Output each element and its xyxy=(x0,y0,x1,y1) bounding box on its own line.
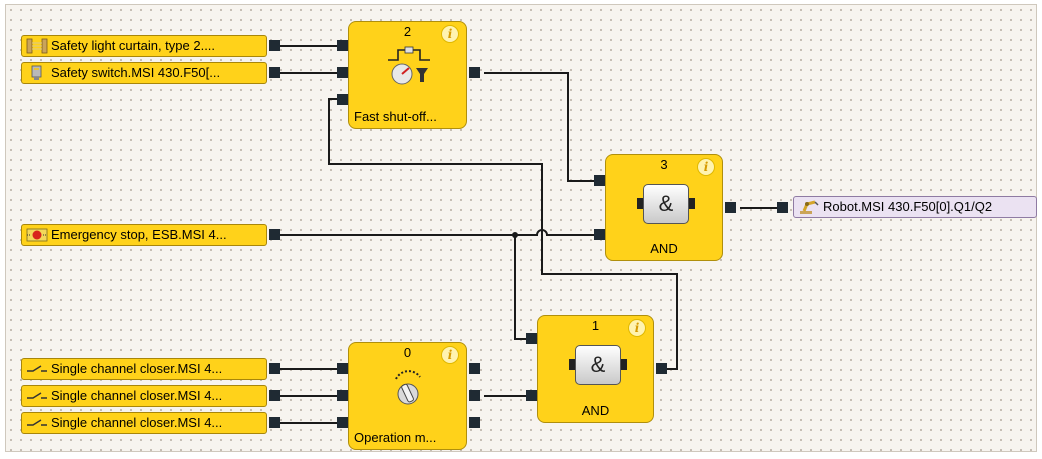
input-port[interactable] xyxy=(594,229,605,240)
operation-mode-block[interactable]: 0 i Operation m... xyxy=(348,342,467,450)
block-number: 0 xyxy=(403,345,412,360)
robot-icon xyxy=(800,200,819,214)
fast-shutoff-block[interactable]: 2 i Fast shut-off... xyxy=(348,21,467,129)
mode-switch-icon xyxy=(395,370,421,405)
and-symbol: & xyxy=(590,352,606,377)
input-label: Safety switch.MSI 430.F50[... xyxy=(51,65,221,80)
input-label: Emergency stop, ESB.MSI 4... xyxy=(51,227,227,242)
input-single-channel-closer-1[interactable]: Single channel closer.MSI 4... xyxy=(21,358,267,380)
wire-estop-to-and3 xyxy=(280,229,594,236)
output-port[interactable] xyxy=(269,67,280,78)
input-port[interactable] xyxy=(337,40,348,51)
output-port[interactable] xyxy=(269,229,280,240)
block-label: AND xyxy=(650,241,678,256)
input-port[interactable] xyxy=(337,363,348,374)
light-curtain-icon xyxy=(26,38,48,54)
input-port[interactable] xyxy=(777,202,788,213)
input-port[interactable] xyxy=(526,333,537,344)
wire-fastshutoff-out-to-and3 xyxy=(484,72,594,182)
and-block-3[interactable]: 3 i & AND xyxy=(605,154,723,261)
closer-contact-icon xyxy=(27,419,47,426)
input-label: Safety light curtain, type 2.... xyxy=(51,38,216,53)
info-icon[interactable]: i xyxy=(441,25,459,43)
input-label: Single channel closer.MSI 4... xyxy=(51,361,223,376)
closer-contact-icon xyxy=(27,392,47,399)
output-port[interactable] xyxy=(269,40,280,51)
block-number: 1 xyxy=(591,318,600,333)
input-port[interactable] xyxy=(337,67,348,78)
and-symbol: & xyxy=(658,191,674,216)
info-icon[interactable]: i xyxy=(441,346,459,364)
fast-shutoff-icon xyxy=(388,46,430,85)
wire-junction xyxy=(512,232,518,238)
input-safety-light-curtain[interactable]: Safety light curtain, type 2.... xyxy=(21,35,267,57)
closer-contact-icon xyxy=(27,365,47,372)
and-block-1[interactable]: 1 i & AND xyxy=(537,315,654,423)
output-port[interactable] xyxy=(269,390,280,401)
input-label: Single channel closer.MSI 4... xyxy=(51,415,223,430)
wire-estop-to-and1 xyxy=(514,235,526,340)
and-gate-icon: & xyxy=(637,184,695,224)
input-port[interactable] xyxy=(337,390,348,401)
input-label: Single channel closer.MSI 4... xyxy=(51,388,223,403)
safety-switch-icon xyxy=(31,65,42,80)
output-port[interactable] xyxy=(469,363,480,374)
input-safety-switch[interactable]: Safety switch.MSI 430.F50[... xyxy=(21,62,267,84)
block-label: Fast shut-off... xyxy=(354,109,437,124)
wire-and1-out-to-fastshutoff xyxy=(328,98,678,370)
emergency-stop-icon xyxy=(26,228,48,242)
output-label: Robot.MSI 430.F50[0].Q1/Q2 xyxy=(823,199,993,214)
input-emergency-stop[interactable]: Emergency stop, ESB.MSI 4... xyxy=(21,224,267,246)
and-gate-icon: & xyxy=(569,345,627,385)
output-port[interactable] xyxy=(725,202,736,213)
output-port[interactable] xyxy=(656,363,667,374)
input-port[interactable] xyxy=(337,94,348,105)
output-port[interactable] xyxy=(469,67,480,78)
output-port[interactable] xyxy=(469,417,480,428)
output-port[interactable] xyxy=(269,363,280,374)
block-number: 2 xyxy=(403,24,412,39)
input-single-channel-closer-3[interactable]: Single channel closer.MSI 4... xyxy=(21,412,267,434)
block-number: 3 xyxy=(660,157,668,172)
output-robot[interactable]: Robot.MSI 430.F50[0].Q1/Q2 xyxy=(793,196,1037,218)
info-icon[interactable]: i xyxy=(628,319,646,337)
output-port[interactable] xyxy=(269,417,280,428)
input-single-channel-closer-2[interactable]: Single channel closer.MSI 4... xyxy=(21,385,267,407)
block-label: Operation m... xyxy=(354,430,437,445)
input-port[interactable] xyxy=(526,390,537,401)
info-icon[interactable]: i xyxy=(697,158,715,176)
input-port[interactable] xyxy=(594,175,605,186)
output-port[interactable] xyxy=(469,390,480,401)
input-port[interactable] xyxy=(337,417,348,428)
block-label: AND xyxy=(581,403,610,418)
